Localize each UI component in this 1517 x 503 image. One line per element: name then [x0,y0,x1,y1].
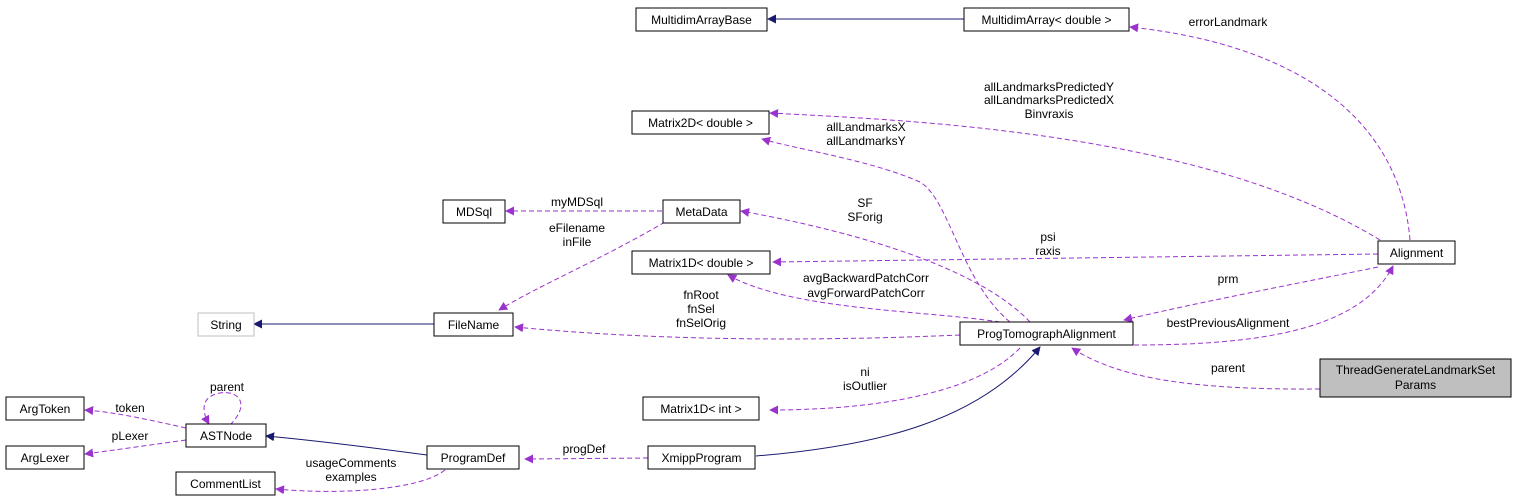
node-label-programdef: ProgramDef [441,451,506,465]
node-label-matrix1d-double: Matrix1D< double > [649,256,754,270]
node-metadata[interactable]: MetaData [662,199,741,224]
edge-astnode-to-arglexer [84,439,187,458]
edge-xmippprogram-to-prog [755,346,1041,457]
edge-label-examples: examples [325,470,376,484]
node-alignment[interactable]: Alignment [1377,240,1456,265]
edge-label-bestprevious: bestPreviousAlignment [1167,316,1290,330]
node-label-astnode: ASTNode [200,429,252,443]
node-filename[interactable]: FileName [433,312,514,337]
node-arglexer[interactable]: ArgLexer [5,445,85,470]
node-label-argtoken: ArgToken [20,402,71,416]
node-threadgeneratelandmarksetparams[interactable]: ThreadGenerateLandmarkSet Params [1319,358,1512,398]
edge-programdef-to-astnode [265,432,428,456]
node-label-multidimarraybase: MultidimArrayBase [651,13,752,27]
node-label-filename: FileName [448,318,500,332]
edge-label-predictedy: allLandmarksPredictedY [984,80,1114,94]
edge-label-binvraxis: Binvraxis [1025,107,1074,121]
edge-prog-to-filename [514,323,961,340]
edge-astnode-self-parent [201,392,242,426]
edge-prog-to-metadata [740,208,1031,323]
edge-metadata-to-filename [498,221,666,311]
node-label-matrix2d-double: Matrix2D< double > [648,116,753,130]
edge-label-fnroot: fnRoot [683,288,719,302]
node-label-xmippprogram: XmippProgram [661,451,741,465]
edge-label-mymdsql: myMDSql [551,195,603,209]
edge-astnode-to-argtoken [84,406,187,429]
node-string[interactable]: String [197,312,255,337]
node-xmippprogram[interactable]: XmippProgram [647,445,756,470]
node-label-arglexer: ArgLexer [21,451,70,465]
edge-label-plexer: pLexer [112,429,149,443]
edge-label-ni: ni [860,365,869,379]
edge-label-ast-parent: parent [210,380,245,394]
node-mdsql[interactable]: MDSql [442,199,506,224]
edge-label-alllandmarksx: allLandmarksX [826,120,905,134]
edge-label-raxis: raxis [1035,244,1060,258]
node-label-multidimarray-double: MultidimArray< double > [981,13,1111,27]
edge-label-parent: parent [1211,361,1246,375]
node-programdef[interactable]: ProgramDef [426,445,520,470]
node-label-progtomographalignment: ProgTomographAlignment [977,327,1116,341]
edge-labels: errorLandmark allLandmarksPredictedY all… [112,15,1290,484]
edge-label-usagecomments: usageComments [306,456,397,470]
node-label-thread-line1: ThreadGenerateLandmarkSet [1336,363,1496,377]
node-label-string: String [210,318,241,332]
node-commentlist[interactable]: CommentList [175,471,276,496]
node-label-metadata: MetaData [675,205,727,219]
edge-prog-to-matrix1d [727,274,1001,323]
node-label-thread-line2: Params [1395,378,1436,392]
edge-label-progdef: progDef [563,442,606,456]
node-multidimarray-double[interactable]: MultidimArray< double > [963,7,1130,32]
edge-thread-to-prog [1071,347,1321,390]
edge-label-sf: SF [857,196,872,210]
nodes: MultidimArrayBase MultidimArray< double … [5,7,1512,496]
edge-label-psi: psi [1040,230,1055,244]
node-label-alignment: Alignment [1390,246,1444,260]
edge-label-isoutlier: isOutlier [843,379,887,393]
edge-label-prm: prm [1218,272,1239,286]
edge-label-predictedx: allLandmarksPredictedX [984,93,1114,107]
node-label-commentlist: CommentList [190,477,261,491]
node-matrix1d-int[interactable]: Matrix1D< int > [642,396,760,421]
node-multidimarraybase[interactable]: MultidimArrayBase [635,7,768,32]
node-label-mdsql: MDSql [456,205,492,219]
edge-programdef-to-commentlist [275,469,446,495]
node-matrix2d-double[interactable]: Matrix2D< double > [631,110,770,135]
edge-label-fnselorig: fnSelOrig [676,316,726,330]
node-progtomographalignment[interactable]: ProgTomographAlignment [959,321,1134,346]
edge-alignment-to-prog [1123,266,1379,323]
edge-label-avgforward: avgForwardPatchCorr [807,286,924,300]
node-argtoken[interactable]: ArgToken [5,396,85,421]
edge-label-efilename: eFilename [549,221,605,235]
edge-label-alllandmarksy: allLandmarksY [826,134,905,148]
edge-alignment-to-matrix1d [772,253,1379,267]
edge-label-avgbackward: avgBackwardPatchCorr [803,271,929,285]
edge-label-sforig: SForig [847,210,882,224]
edge-label-fnsel: fnSel [687,302,714,316]
edge-label-infile: inFile [563,235,592,249]
node-matrix1d-double[interactable]: Matrix1D< double > [631,250,771,275]
edge-prog-to-matrix1dint [769,347,1021,415]
edge-alignment-to-multidimarray [1129,23,1411,241]
edge-prog-to-matrix2d [761,136,1011,323]
edge-label-errorlandmark: errorLandmark [1189,15,1269,29]
edge-prog-to-alignment [1133,265,1394,346]
inheritance-edges [253,14,1041,457]
edge-label-token: token [115,401,144,415]
edge-xmippprogram-to-programdef [524,454,649,464]
usage-edges [84,23,1411,495]
edge-alignment-to-matrix2d [769,108,1381,241]
node-astnode[interactable]: ASTNode [185,423,267,448]
node-label-matrix1d-int: Matrix1D< int > [660,402,741,416]
